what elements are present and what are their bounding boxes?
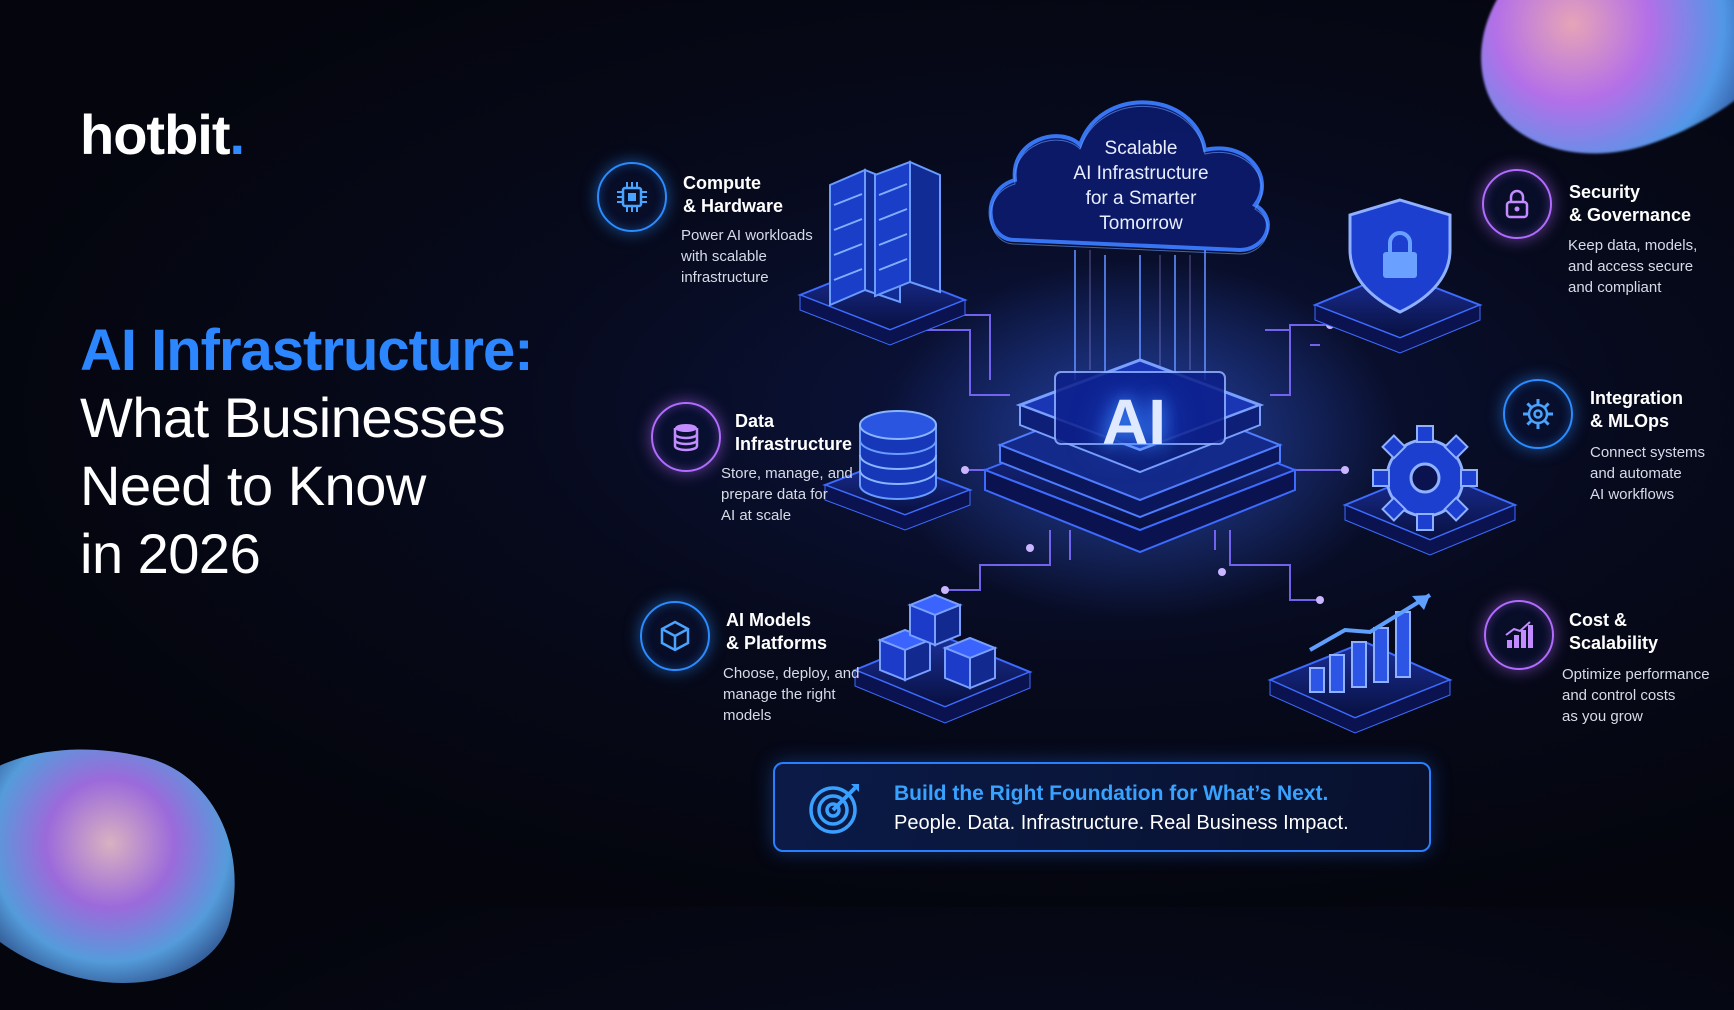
feature-compute-title: Compute & Hardware: [683, 172, 783, 218]
feature-compute-desc-2: with scalable: [681, 248, 767, 265]
feature-integration-title-1: Integration: [1590, 388, 1683, 408]
chip-icon: [597, 162, 667, 232]
feature-models-title: AI Models & Platforms: [726, 609, 827, 655]
feature-models-desc: Choose, deploy, and manage the right model…: [723, 663, 860, 726]
feature-security-desc-3: and compliant: [1568, 279, 1662, 296]
feature-data-desc: Store, manage, and prepare data for AI at …: [721, 463, 853, 526]
gear-icon: [1503, 379, 1573, 449]
feature-security-desc: Keep data, models, and access secure and c…: [1568, 235, 1697, 298]
feature-models-title-2: & Platforms: [726, 633, 828, 653]
feature-cost-title-2: Scalability: [1569, 633, 1659, 653]
feature-models-title-1: AI Models: [726, 610, 812, 630]
feature-data-title-2: Infrastructure: [735, 434, 853, 454]
feature-data-title-1: Data: [735, 411, 775, 431]
cube-icon: [640, 601, 710, 671]
feature-integration-desc-2: and automate: [1590, 465, 1682, 482]
feature-integration-title: Integration & MLOps: [1590, 387, 1683, 433]
feature-compute-desc-1: Power AI workloads: [681, 227, 813, 244]
feature-cost-desc-3: as you grow: [1562, 708, 1643, 725]
feature-data-desc-3: AI at scale: [721, 507, 792, 524]
feature-integration-desc-3: AI workflows: [1590, 486, 1675, 503]
feature-cost-desc-1: Optimize performance: [1562, 666, 1710, 683]
feature-compute-desc: Power AI workloads with scalable infrastru…: [681, 225, 813, 288]
foundation-banner: Build the Right Foundation for What’s Ne…: [773, 762, 1431, 852]
feature-compute-title-1: Compute: [683, 173, 761, 193]
feature-security-desc-1: Keep data, models,: [1568, 237, 1698, 254]
feature-security-title: Security & Governance: [1569, 181, 1691, 227]
banner-title: Build the Right Foundation for What’s Ne…: [894, 782, 1329, 805]
cloud-line-3: for a Smarter: [1085, 188, 1197, 209]
cloud-line-4: Tomorrow: [1099, 213, 1183, 234]
brand-logo: hotbit.: [80, 102, 245, 167]
bar-chart-icon: [1484, 600, 1554, 670]
feature-models-desc-1: Choose, deploy, and: [723, 665, 860, 682]
cloud-line-2: AI Infrastructure: [1073, 163, 1209, 184]
feature-models-desc-3: models: [723, 707, 772, 724]
feature-cost-desc-2: and control costs: [1562, 687, 1676, 704]
headline-title: AI Infrastructure:: [80, 318, 534, 383]
banner-subtitle: People. Data. Infrastructure. Real Busin…: [894, 812, 1349, 834]
headline-line-4: in 2026: [80, 522, 261, 585]
feature-security-title-2: & Governance: [1569, 205, 1692, 225]
headline: AI Infrastructure: What Businesses Need …: [80, 318, 534, 588]
target-icon: [807, 780, 863, 841]
feature-security-title-1: Security: [1569, 182, 1641, 202]
feature-compute-title-2: & Hardware: [683, 196, 784, 216]
cloud-line-1: Scalable: [1104, 138, 1178, 159]
feature-cost-title-1: Cost &: [1569, 610, 1627, 630]
feature-compute-desc-3: infrastructure: [681, 269, 769, 286]
feature-cost-title: Cost & Scalability: [1569, 609, 1658, 655]
feature-integration-desc: Connect systems and automate AI workflows: [1590, 442, 1705, 505]
feature-security-desc-2: and access secure: [1568, 258, 1694, 275]
cloud-caption: Scalable AI Infrastructure for a Smarter…: [1020, 136, 1262, 236]
feature-models-desc-2: manage the right: [723, 686, 836, 703]
feature-data-desc-2: prepare data for: [721, 486, 828, 503]
headline-line-2: What Businesses: [80, 386, 506, 449]
logo-dot: .: [229, 103, 245, 166]
database-icon: [651, 402, 721, 472]
feature-integration-desc-1: Connect systems: [1590, 444, 1706, 461]
infrastructure-illustration: [797, 100, 1518, 734]
logo-text: hotbit: [80, 103, 230, 166]
ai-core-label: AI: [1102, 386, 1166, 458]
feature-integration-title-2: & MLOps: [1590, 411, 1669, 431]
feature-cost-desc: Optimize performance and control costs as …: [1562, 664, 1710, 727]
headline-line-3: Need to Know: [80, 454, 426, 517]
lock-icon: [1482, 169, 1552, 239]
feature-data-desc-1: Store, manage, and: [721, 465, 853, 482]
